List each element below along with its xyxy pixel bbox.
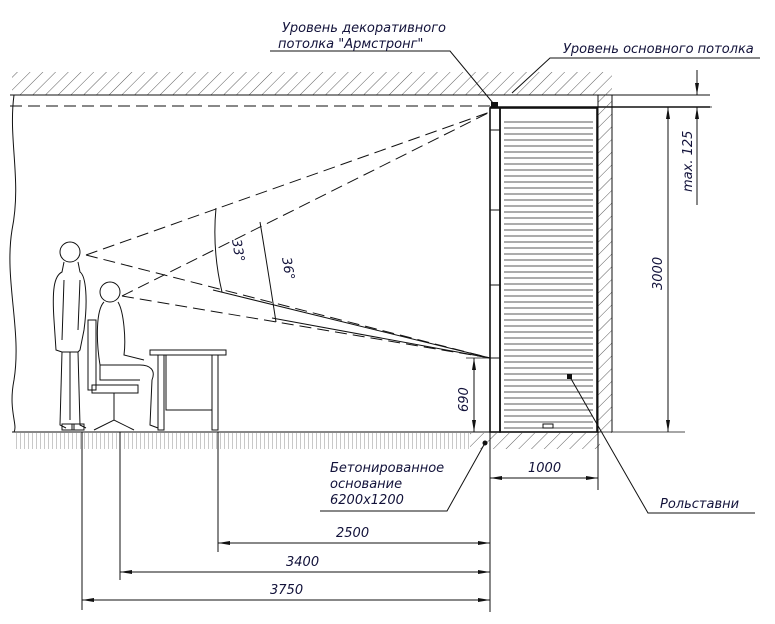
dim-table: 2500 — [336, 526, 369, 541]
dimension-lines — [81, 70, 712, 612]
angle-seated: 36° — [278, 256, 297, 281]
callout-concrete-base-1: Бетонированное — [330, 461, 444, 476]
dim-height: 3000 — [651, 257, 666, 290]
break-line — [9, 94, 17, 433]
callout-decorative-ceiling: Уровень декоративного — [282, 21, 446, 36]
dim-max-gap: max. 125 — [681, 131, 696, 192]
floor-slab — [12, 431, 600, 449]
dim-seated: 3400 — [286, 555, 319, 570]
leader-lines — [270, 50, 760, 514]
desk — [149, 349, 227, 431]
callout-roller-shutters: Рольставни — [660, 497, 739, 512]
callout-main-ceiling: Уровень основного потолка — [563, 42, 754, 57]
sight-lines — [85, 111, 491, 359]
standing-person-figure — [52, 241, 87, 431]
roller-shutter-unit — [489, 107, 598, 433]
seated-person-figure — [96, 281, 159, 429]
dim-depth: 1000 — [528, 461, 561, 476]
right-wall — [597, 95, 613, 433]
angle-standing: 33° — [228, 238, 247, 263]
callout-concrete-base-2: основание — [330, 477, 402, 492]
dim-standing: 3750 — [270, 583, 303, 598]
callout-concrete-base-3: 6200х1200 — [330, 493, 404, 508]
callout-decorative-ceiling-2: потолка "Армстронг" — [278, 37, 423, 52]
dim-screen-bottom: 690 — [457, 387, 472, 412]
office-chair — [87, 319, 139, 431]
